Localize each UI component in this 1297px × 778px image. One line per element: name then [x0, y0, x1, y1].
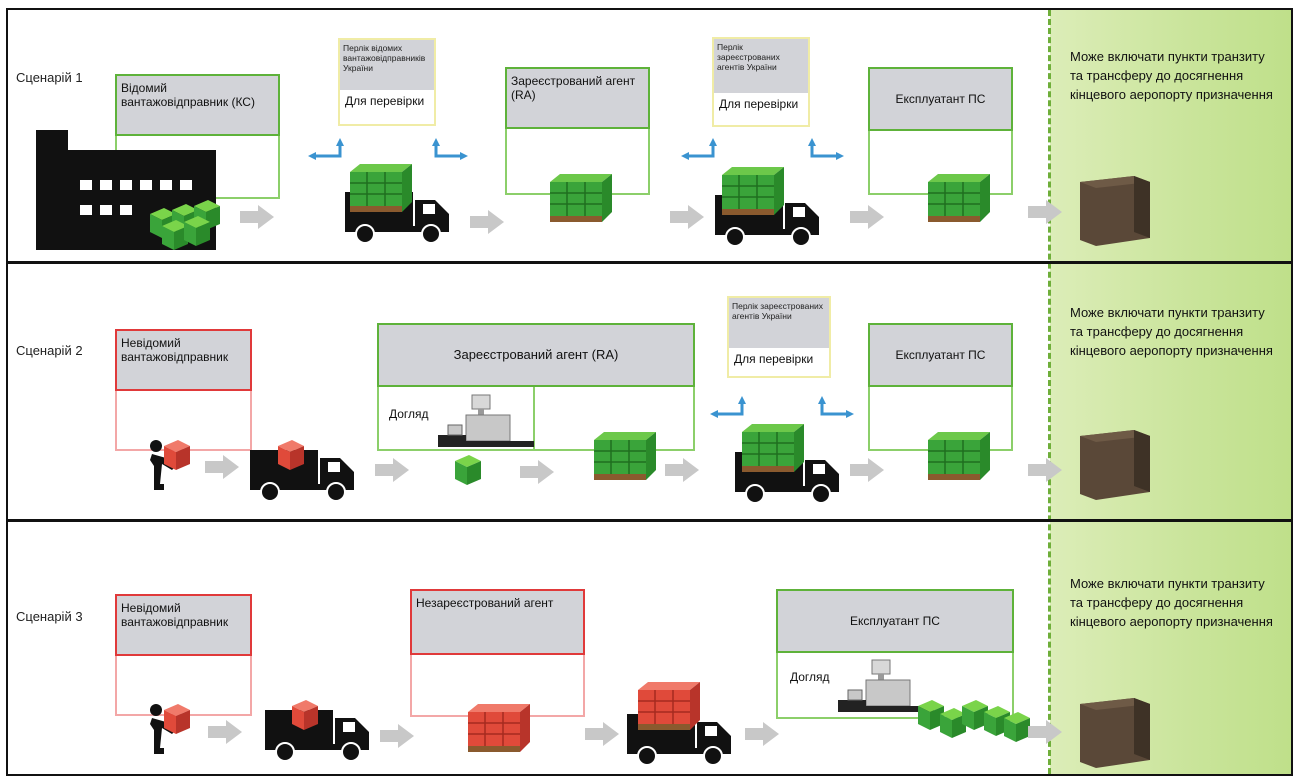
- scenario-2-label: Сценарій 2: [16, 343, 83, 358]
- cargo-box-green: [455, 455, 481, 485]
- pallet-icon: [927, 173, 991, 223]
- unregistered-agent-box: Незареєстрований агент: [410, 589, 585, 717]
- agent-list-note-1: Перлік зареєстрованих агентів України Дл…: [712, 37, 810, 127]
- check-arrow-icon: [306, 136, 346, 162]
- pallet-icon: [593, 431, 657, 481]
- cargo-box-red: [278, 440, 304, 470]
- row-divider-2: [6, 519, 1293, 522]
- inspection-label-3: Догляд: [790, 670, 830, 684]
- arrow-right-icon: [850, 205, 884, 229]
- arrow-right-icon: [665, 458, 699, 482]
- agent-list-title-1: Перлік зареєстрованих агентів України: [714, 39, 808, 93]
- pallet-icon: [927, 431, 991, 481]
- check-arrow-icon: [679, 136, 719, 162]
- operator-box-2: Експлуатант ПС: [868, 323, 1013, 451]
- xray-scanner-icon: [437, 394, 535, 448]
- cargo-box-red: [164, 440, 190, 470]
- arrow-right-icon: [205, 455, 239, 479]
- registered-agent-box-2: Зареєстрований агент (RA): [377, 323, 695, 451]
- arrow-right-icon: [240, 205, 274, 229]
- shipper-list-note: Перлік відомих вантажовідправників Украї…: [338, 38, 436, 126]
- pallet-icon: [549, 173, 613, 223]
- check-arrow-icon: [816, 394, 856, 420]
- pallet-icon-red: [467, 703, 531, 753]
- arrow-right-icon: [1028, 720, 1062, 744]
- agent-list-title-2: Перлік зареєстрованих агентів України: [729, 298, 829, 348]
- operator-title-2: Експлуатант ПС: [868, 323, 1013, 387]
- diagram-frame: [6, 8, 1293, 776]
- operator-box-1: Експлуатант ПС: [868, 67, 1013, 195]
- zone-boundary: [1048, 10, 1051, 774]
- arrow-right-icon: [470, 210, 504, 234]
- cargo-crate-icon: [1080, 176, 1150, 246]
- cargo-box-red: [164, 704, 190, 734]
- operator-title-3: Експлуатант ПС: [776, 589, 1014, 653]
- arrow-right-icon: [850, 458, 884, 482]
- shipper-list-check: Для перевірки: [345, 94, 425, 108]
- cargo-crate-icon: [1080, 430, 1150, 500]
- xray-scanner-icon: [837, 659, 935, 713]
- cargo-box-red: [292, 700, 318, 730]
- destination-zone: [1050, 10, 1291, 774]
- inspection-label-2: Догляд: [389, 407, 429, 421]
- registered-agent-title-2: Зареєстрований агент (RA): [377, 323, 695, 387]
- zone-text-1: Може включати пункти транзиту та трансфе…: [1070, 49, 1273, 102]
- check-arrow-icon: [430, 136, 470, 162]
- agent-list-check-1: Для перевірки: [719, 97, 799, 111]
- zone-text-2: Може включати пункти транзиту та трансфе…: [1070, 305, 1273, 358]
- arrow-right-icon: [745, 722, 779, 746]
- pallet-icon: [721, 166, 785, 216]
- unknown-shipper-box-2: Невідомий вантажовідправник: [115, 329, 252, 451]
- zone-text-3: Може включати пункти транзиту та трансфе…: [1070, 576, 1273, 629]
- agent-box-split: [533, 387, 535, 449]
- pallet-icon: [349, 163, 413, 213]
- operator-title-1: Експлуатант ПС: [868, 67, 1013, 131]
- row-divider-1: [6, 261, 1293, 264]
- registered-agent-box-1: Зареєстрований агент (RA): [505, 67, 650, 195]
- arrow-right-icon: [1028, 458, 1062, 482]
- pallet-icon: [741, 423, 805, 473]
- arrow-right-icon: [208, 720, 242, 744]
- agent-list-check-2: Для перевірки: [734, 352, 814, 366]
- arrow-right-icon: [380, 724, 414, 748]
- arrow-right-icon: [375, 458, 409, 482]
- cargo-crate-icon: [1080, 698, 1150, 768]
- pallet-icon-red: [637, 681, 701, 731]
- arrow-right-icon: [1028, 200, 1062, 224]
- known-shipper-box: Відомий вантажовідправник (КС): [115, 74, 280, 199]
- cargo-boxes-3: [918, 700, 1030, 742]
- shipper-list-title: Перлік відомих вантажовідправників Украї…: [340, 40, 434, 90]
- unknown-shipper-title-3: Невідомий вантажовідправник: [115, 594, 252, 656]
- check-arrow-icon: [806, 136, 846, 162]
- check-arrow-icon: [708, 394, 748, 420]
- arrow-right-icon: [520, 460, 554, 484]
- arrow-right-icon: [585, 722, 619, 746]
- unknown-shipper-box-3: Невідомий вантажовідправник: [115, 594, 252, 716]
- unknown-shipper-title-2: Невідомий вантажовідправник: [115, 329, 252, 391]
- arrow-right-icon: [670, 205, 704, 229]
- known-shipper-title: Відомий вантажовідправник (КС): [115, 74, 280, 136]
- unregistered-agent-title: Незареєстрований агент: [410, 589, 585, 655]
- scenario-3-label: Сценарій 3: [16, 609, 83, 624]
- agent-list-note-2: Перлік зареєстрованих агентів України Дл…: [727, 296, 831, 378]
- scenario-1-label: Сценарій 1: [16, 70, 83, 85]
- registered-agent-title-1: Зареєстрований агент (RA): [505, 67, 650, 129]
